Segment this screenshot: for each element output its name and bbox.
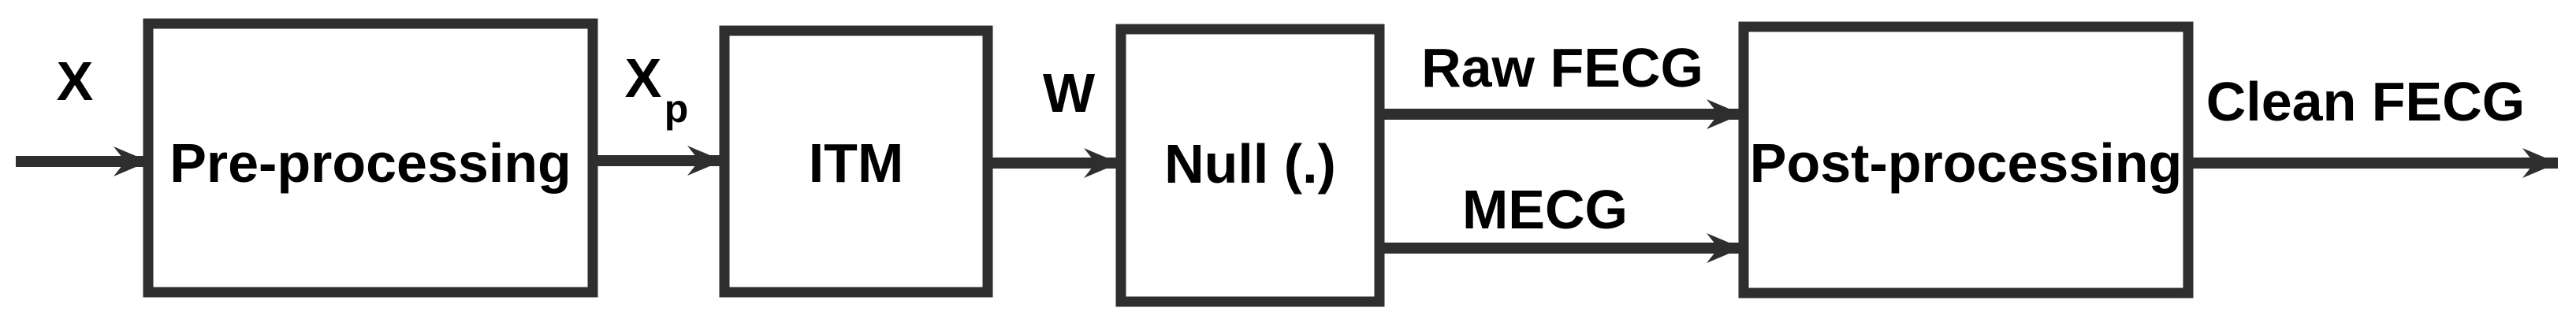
post-processing-label: Post-processing — [1750, 132, 2182, 194]
itm-block: ITM — [719, 25, 993, 298]
preprocessed-signal-subscript: p — [664, 87, 689, 131]
null-operator-label: Null (.) — [1164, 133, 1336, 195]
post-processing-block: Post-processing — [1738, 21, 2194, 298]
mecg-label: MECG — [1462, 179, 1628, 240]
null-operator-box — [1115, 24, 1385, 307]
null-operator-block: Null (.) — [1115, 24, 1385, 307]
input-signal-label: X — [57, 50, 94, 112]
pre-processing-block: Pre-processing — [143, 18, 598, 298]
weights-signal-label: W — [1043, 62, 1095, 124]
itm-label: ITM — [809, 132, 904, 194]
preprocessed-signal-label: X — [625, 47, 662, 109]
raw-fecg-label: Raw FECG — [1421, 37, 1703, 98]
clean-fecg-label: Clean FECG — [2206, 71, 2526, 132]
pre-processing-label: Pre-processing — [169, 132, 571, 194]
